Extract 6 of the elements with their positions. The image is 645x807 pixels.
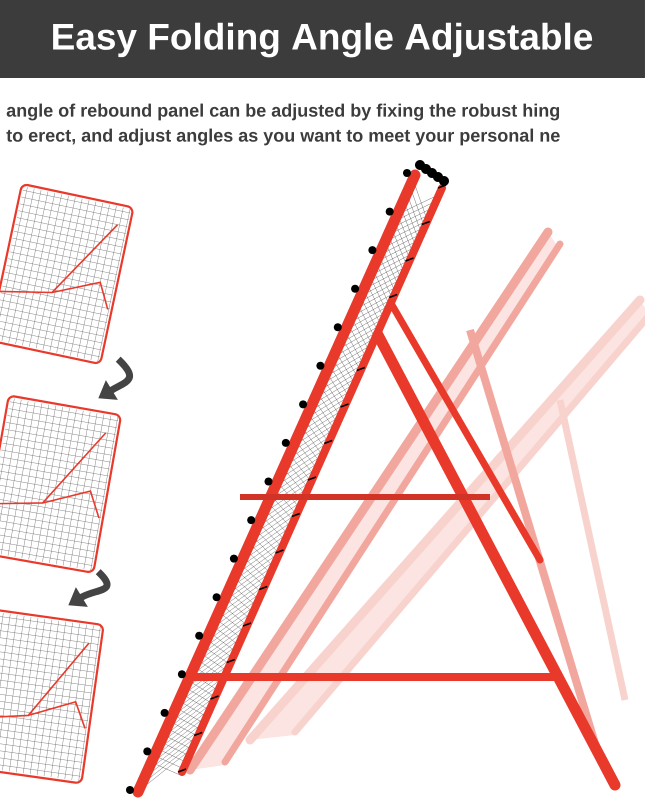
rebounder-picture (0, 184, 134, 364)
rebounder-picture (0, 608, 104, 784)
subtitle-text: angle of rebound panel can be adjusted by fixing the robust hing (6, 104, 560, 120)
title-banner: Easy Folding Angle Adjustable (0, 0, 645, 78)
rebounder-picture (0, 395, 122, 573)
subtitle-text: to erect, and adjust angles as you want to meet your personal ne (6, 128, 560, 146)
